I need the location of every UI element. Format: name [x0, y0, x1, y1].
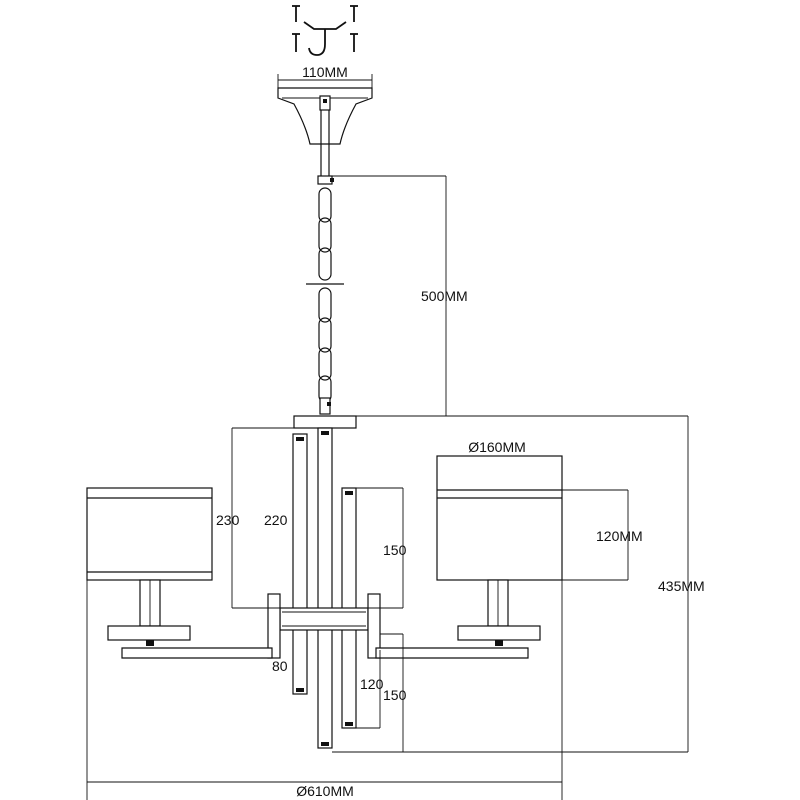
shade-height-label: 120MM	[596, 528, 643, 544]
rod-left-short-label: 220	[264, 512, 288, 528]
dimension-labels: 110MM 500MM Ø160MM 120MM 435MM Ø610MM 23…	[216, 64, 705, 799]
right-arm	[367, 593, 529, 659]
rod-left-long-label: 230	[216, 512, 240, 528]
ceiling-hook-icon	[303, 21, 347, 56]
right-lamp	[436, 455, 563, 646]
screw-icon	[350, 5, 358, 52]
top-plate	[293, 415, 357, 429]
left-arm	[121, 593, 281, 659]
chain-length-label: 500MM	[421, 288, 468, 304]
chain	[306, 187, 344, 415]
mounting-hardware	[292, 5, 358, 56]
left-lamp	[86, 487, 213, 646]
hub	[279, 607, 369, 631]
screw-icon	[292, 5, 300, 52]
rod-right-upper-label: 150	[383, 542, 407, 558]
central-rods	[292, 427, 357, 749]
canopy	[277, 87, 373, 185]
dimension-lines	[86, 74, 689, 800]
canopy-width-label: 110MM	[302, 64, 348, 80]
arm-offset-label: 80	[272, 658, 288, 674]
total-diameter-label: Ø610MM	[296, 783, 354, 799]
total-height-label: 435MM	[658, 578, 705, 594]
shade-diameter-label: Ø160MM	[468, 439, 526, 455]
rod-right-lower-label: 150	[383, 687, 407, 703]
rod-right-lower-inner-label: 120	[360, 676, 384, 692]
